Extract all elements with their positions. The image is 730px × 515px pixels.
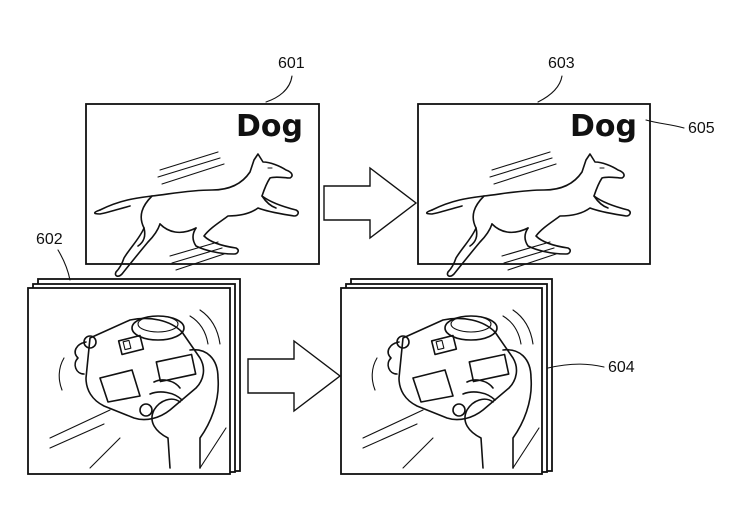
frame-601-word: Dog <box>236 109 303 144</box>
leader-603 <box>537 75 563 103</box>
ref-603: 603 <box>548 55 575 72</box>
frame-603 <box>417 103 651 265</box>
ref-604: 604 <box>608 359 635 376</box>
frame-603-word: Dog <box>570 109 637 144</box>
frame-604 <box>340 287 543 475</box>
leader-604 <box>547 363 605 369</box>
leader-602 <box>57 249 71 281</box>
ref-605: 605 <box>688 120 715 137</box>
ref-601: 601 <box>278 55 305 72</box>
frame-601 <box>85 103 320 265</box>
right-arrow-icon-top <box>323 167 417 239</box>
leader-601 <box>265 75 293 103</box>
leader-605 <box>645 119 685 129</box>
right-arrow-icon-bottom <box>247 340 341 412</box>
ref-602: 602 <box>36 231 63 248</box>
